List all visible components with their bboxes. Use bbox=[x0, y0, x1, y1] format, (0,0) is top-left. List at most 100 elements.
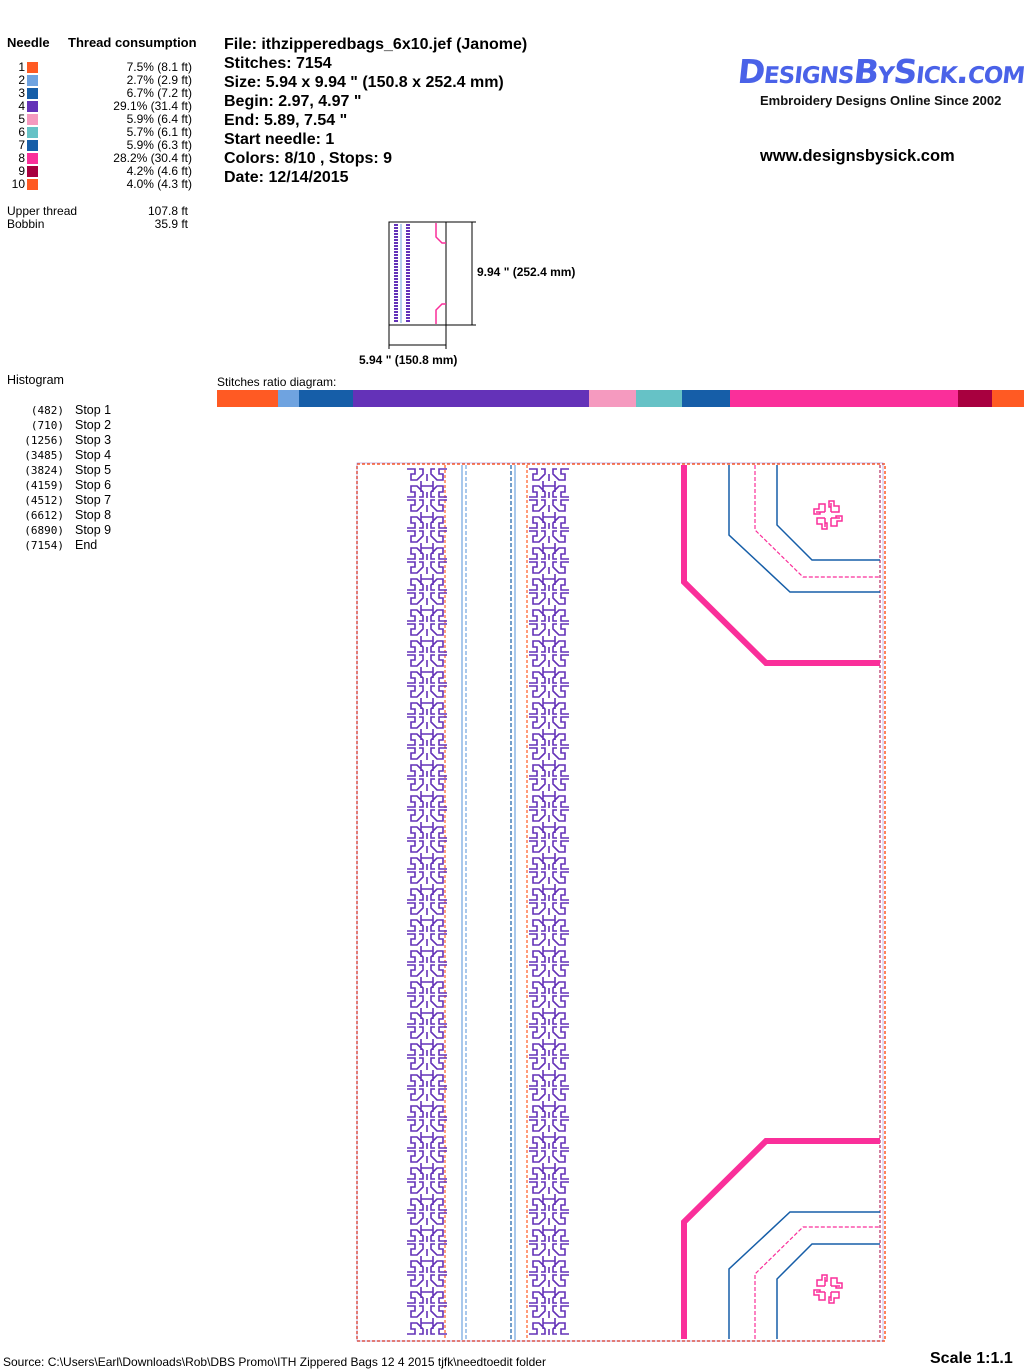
upper-thread-value: 107.8 ft bbox=[147, 204, 188, 218]
flower-petal bbox=[828, 500, 840, 513]
thumbnail-frame bbox=[388, 221, 447, 326]
motif bbox=[407, 840, 447, 870]
colors-info: Colors: 8/10 , Stops: 9 bbox=[224, 150, 393, 167]
size-info: Size: 5.94 x 9.94 " (150.8 x 252.4 mm) bbox=[224, 74, 504, 91]
stop-stitch-count: (7154) bbox=[24, 539, 64, 552]
needle-number: 3 bbox=[18, 86, 25, 100]
needle-color-swatch bbox=[27, 62, 38, 73]
ratio-segment bbox=[277, 390, 300, 407]
motif bbox=[529, 561, 569, 591]
motif bbox=[529, 1119, 569, 1149]
motif bbox=[529, 716, 569, 746]
motif bbox=[529, 1088, 569, 1118]
flower-petal bbox=[830, 1277, 843, 1289]
upper-thread-label: Upper thread bbox=[7, 204, 78, 218]
ratio-segment bbox=[636, 390, 683, 407]
motif bbox=[407, 1274, 447, 1304]
flower-motif bbox=[813, 500, 843, 530]
motif bbox=[529, 530, 569, 560]
file-info: File: ithzipperedbags_6x10.jef (Janome) bbox=[224, 36, 528, 53]
needle-consumption: 29.1% (31.4 ft) bbox=[113, 99, 192, 113]
motif bbox=[407, 871, 447, 901]
motif bbox=[407, 747, 447, 777]
motif bbox=[529, 840, 569, 870]
motif bbox=[529, 995, 569, 1025]
motif bbox=[529, 933, 569, 963]
flower-petal bbox=[830, 515, 843, 527]
needle-number: 5 bbox=[18, 112, 25, 126]
motif bbox=[529, 1212, 569, 1242]
stop-stitch-count: (3824) bbox=[24, 464, 64, 477]
brand-url[interactable]: www.designsbysick.com bbox=[760, 147, 955, 165]
needle-consumption: 4.0% (4.3 ft) bbox=[126, 177, 192, 191]
motif bbox=[407, 933, 447, 963]
motif bbox=[529, 654, 569, 684]
motif bbox=[529, 499, 569, 529]
motif bbox=[407, 964, 447, 994]
stop-stitch-count: (3485) bbox=[24, 449, 64, 462]
stop-stitch-count: (6890) bbox=[24, 524, 64, 537]
needle-color-swatch bbox=[27, 88, 38, 99]
needle-consumption: 4.2% (4.6 ft) bbox=[126, 164, 192, 178]
stop-stitch-count: (482) bbox=[30, 404, 64, 417]
ratio-segment bbox=[217, 390, 278, 407]
motif bbox=[407, 499, 447, 529]
ratio-segment bbox=[729, 390, 958, 407]
histogram-title: Histogram bbox=[7, 373, 64, 387]
flower-motif bbox=[813, 1274, 843, 1304]
needle-color-swatch bbox=[27, 75, 38, 86]
needle-color-swatch bbox=[27, 153, 38, 164]
motif bbox=[529, 1274, 569, 1304]
thread-consumption-header: Thread consumption bbox=[68, 35, 197, 50]
motif bbox=[529, 1026, 569, 1056]
height-label: 9.94 " (252.4 mm) bbox=[477, 265, 576, 279]
bobbin-value: 35.9 ft bbox=[154, 217, 188, 231]
motif bbox=[407, 1057, 447, 1087]
motif bbox=[407, 902, 447, 932]
needle-row: 8 28.2% (30.4 ft) bbox=[0, 152, 200, 165]
design-preview bbox=[356, 462, 886, 1342]
stop-stitch-count: (6612) bbox=[24, 509, 64, 522]
ratio-segment bbox=[299, 390, 354, 407]
stop-label: Stop 5 bbox=[75, 463, 112, 477]
needle-consumption: 5.9% (6.4 ft) bbox=[126, 112, 192, 126]
ratio-segment bbox=[957, 390, 992, 407]
stop-label: Stop 1 bbox=[75, 403, 112, 417]
ratio-segment bbox=[682, 390, 730, 407]
flower-petal bbox=[816, 517, 828, 530]
needle-consumption: 28.2% (30.4 ft) bbox=[113, 151, 192, 165]
motif bbox=[407, 561, 447, 591]
motif-columns bbox=[407, 468, 569, 1335]
needle-number: 4 bbox=[18, 99, 25, 113]
motif bbox=[529, 1150, 569, 1180]
motif bbox=[407, 1150, 447, 1180]
needle-consumption: 6.7% (7.2 ft) bbox=[126, 86, 192, 100]
needle-number: 2 bbox=[18, 73, 25, 87]
stop-label: Stop 2 bbox=[75, 418, 112, 432]
motif bbox=[407, 1212, 447, 1242]
ratio-diagram-title: Stitches ratio diagram: bbox=[217, 375, 337, 389]
needle-number: 7 bbox=[18, 138, 25, 152]
needle-consumption: 2.7% (2.9 ft) bbox=[126, 73, 192, 87]
needle-number: 8 bbox=[18, 151, 25, 165]
motif bbox=[529, 871, 569, 901]
brand-tagline: Embroidery Designs Online Since 2002 bbox=[760, 93, 1002, 108]
width-label: 5.94 " (150.8 mm) bbox=[359, 353, 458, 367]
bobbin-label: Bobbin bbox=[7, 217, 45, 231]
motif bbox=[529, 1305, 569, 1335]
motif bbox=[529, 778, 569, 808]
motif bbox=[407, 685, 447, 715]
flower-petal bbox=[828, 1291, 840, 1304]
ratio-segment bbox=[991, 390, 1024, 407]
source-path: Source: C:\Users\Earl\Downloads\Rob\DBS … bbox=[3, 1355, 546, 1369]
needle-header: Needle bbox=[7, 35, 50, 50]
motif bbox=[529, 1243, 569, 1273]
stop-stitch-count: (4512) bbox=[24, 494, 64, 507]
motif bbox=[529, 747, 569, 777]
start-needle-info: Start needle: 1 bbox=[224, 131, 335, 148]
needle-consumption: 5.7% (6.1 ft) bbox=[126, 125, 192, 139]
